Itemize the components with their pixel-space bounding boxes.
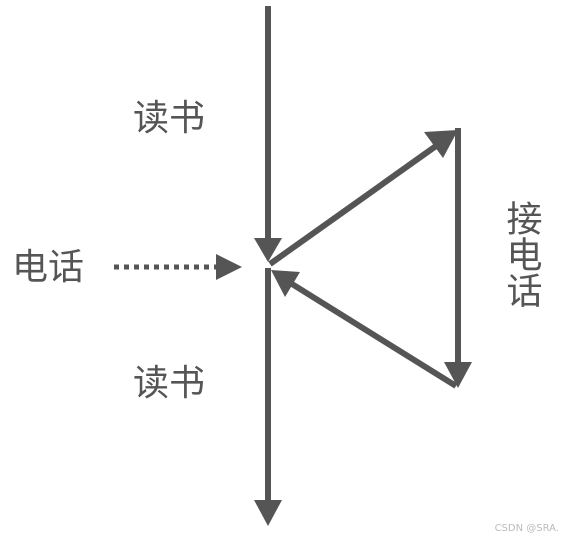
- interrupt-arrowhead: [216, 254, 242, 280]
- branch-arrowhead-out: [424, 130, 458, 158]
- branch-line-out: [268, 143, 438, 267]
- branch-arrowhead-return: [271, 270, 300, 297]
- watermark: CSDN @SRA.: [494, 523, 559, 534]
- main-arrowhead-bottom: [254, 500, 282, 526]
- label-read-top: 读书: [133, 98, 206, 139]
- label-phone: 电话: [12, 247, 85, 288]
- main-arrowhead-middle: [254, 238, 282, 262]
- label-read-bottom: 读书: [133, 363, 206, 404]
- label-answer-phone: 接电话: [500, 200, 542, 308]
- branch-arrowhead-down: [444, 362, 472, 388]
- branch-line-return: [290, 281, 458, 389]
